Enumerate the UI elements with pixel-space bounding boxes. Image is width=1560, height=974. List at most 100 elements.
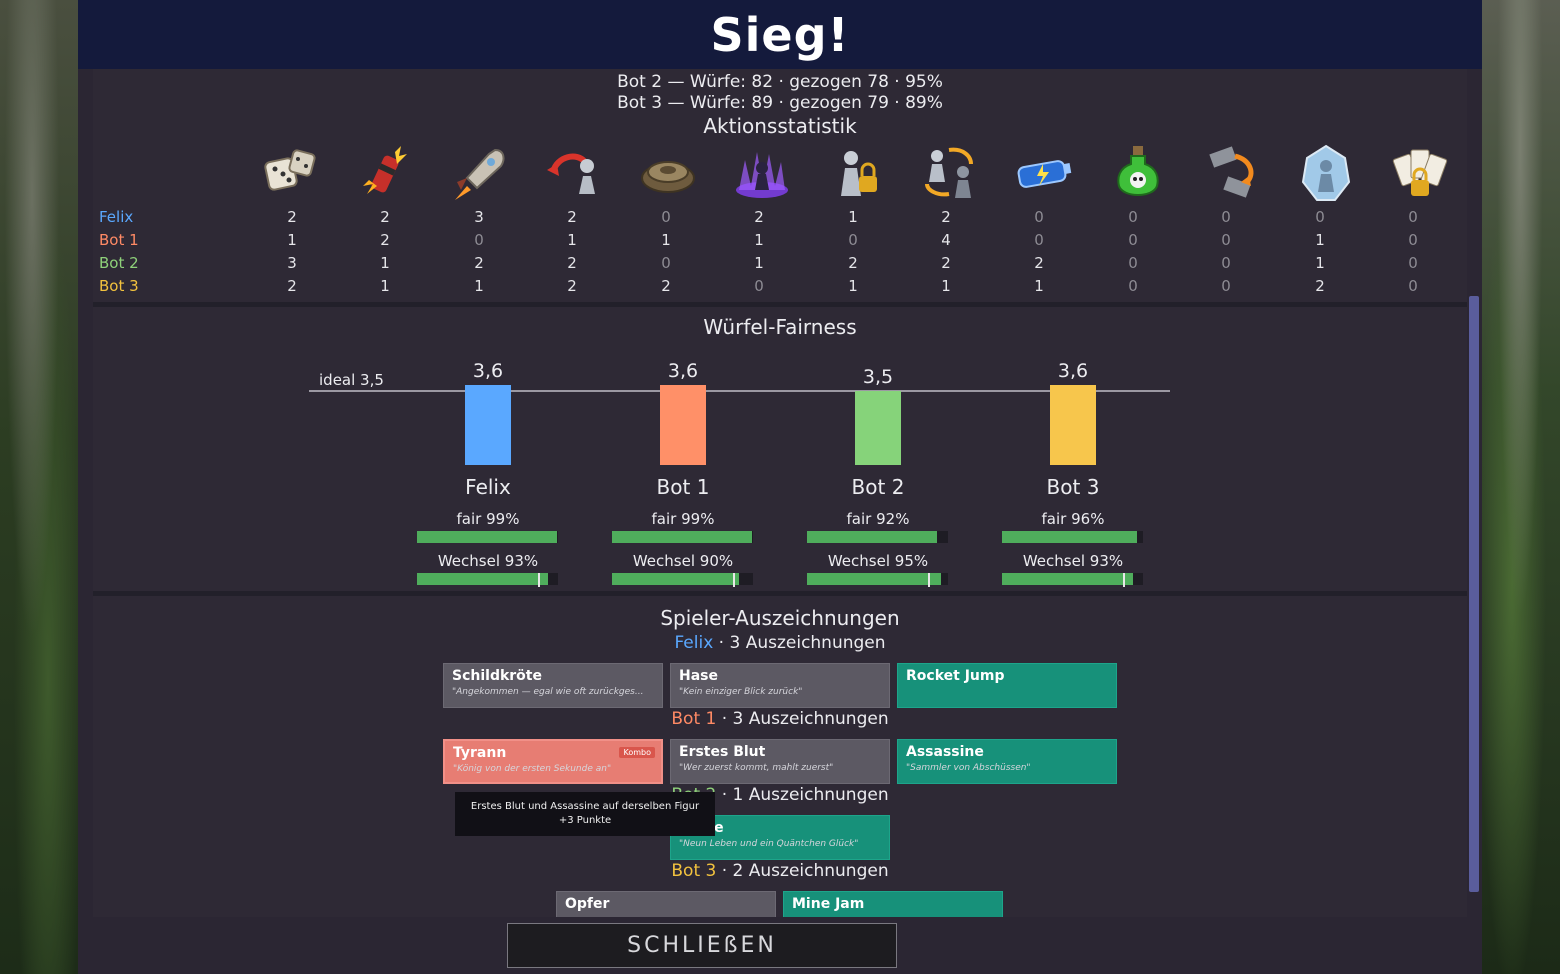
stats-cell: 1: [848, 208, 858, 226]
stats-cell: 0: [474, 231, 484, 249]
award-card[interactable]: Assassine"Sammler von Abschüssen": [897, 739, 1117, 784]
stats-cell: 2: [567, 208, 577, 226]
fairness-bar-value: 3,6: [1057, 360, 1089, 382]
award-count: · 3 Auszeichnungen: [713, 633, 886, 653]
stats-cell: 1: [380, 254, 390, 272]
stats-cell: 0: [1221, 208, 1231, 226]
stats-cell: 2: [474, 254, 484, 272]
stats-cell: 1: [754, 254, 764, 272]
switch-meter-target: [1123, 573, 1126, 587]
award-card[interactable]: Schildkröte"Angekommen — egal wie oft zu…: [443, 663, 663, 708]
stats-row-label: Bot 1: [99, 231, 139, 249]
stats-cell: 1: [848, 277, 858, 295]
stats-cell: 0: [1034, 208, 1044, 226]
fair-label: fair 99%: [456, 510, 520, 528]
fair-label: fair 92%: [846, 510, 910, 528]
stats-cell: 0: [1408, 231, 1418, 249]
ice-pawn-icon: [1301, 144, 1351, 201]
stats-cell: 2: [1034, 254, 1044, 272]
stats-cell: 0: [661, 208, 671, 226]
award-title: Rocket Jump: [906, 668, 1005, 684]
award-card[interactable]: Erstes Blut"Wer zuerst kommt, mahlt zuer…: [670, 739, 890, 784]
switch-meter-target: [733, 573, 736, 587]
award-title: Tyrann: [453, 745, 507, 761]
stats-cell: 1: [1034, 277, 1044, 295]
separator: [93, 302, 1467, 307]
award-player-name: Felix: [674, 633, 714, 653]
switch-label: Wechsel 93%: [1022, 552, 1124, 570]
fair-meter: [612, 531, 753, 543]
award-player-name: Bot 1: [671, 709, 717, 729]
switch-meter-target: [538, 573, 541, 587]
stats-cell: 0: [1128, 208, 1138, 226]
kombo-tooltip: Erstes Blut und Assassine auf derselben …: [455, 792, 715, 836]
award-card[interactable]: Tyrann"König von der ersten Sekunde an"K…: [443, 739, 663, 784]
switch-meter-target: [928, 573, 931, 587]
switch-meter: [1002, 573, 1143, 587]
stats-row-label: Felix: [99, 208, 134, 226]
stats-cell: 2: [941, 208, 951, 226]
stats-cell: 2: [287, 208, 297, 226]
rocket-icon: [455, 148, 505, 200]
stats-cell: 1: [567, 231, 577, 249]
stats-cell: 0: [1221, 231, 1231, 249]
fairness-bar: [1050, 385, 1096, 465]
stats-cell: 1: [941, 277, 951, 295]
player-awards-panel: Spieler-Auszeichnungen Felix · 3 Auszeic…: [93, 596, 1467, 917]
stats-cell: 0: [1408, 208, 1418, 226]
stats-cell: 2: [1315, 277, 1325, 295]
stats-cell: 0: [848, 231, 858, 249]
stats-cell: 2: [380, 231, 390, 249]
award-group-header: Bot 2 · 1 Auszeichnungen: [93, 785, 1467, 805]
stats-cell: 1: [474, 277, 484, 295]
award-card[interactable]: Rocket Jump: [897, 663, 1117, 708]
fairness-title: Würfel-Fairness: [703, 315, 857, 339]
tooltip-line-1: Erstes Blut und Assassine auf derselben …: [470, 801, 700, 812]
fairness-bar: [660, 385, 706, 465]
stats-cell: 2: [567, 254, 577, 272]
fairness-bar: [465, 385, 511, 465]
fair-meter: [807, 531, 948, 543]
award-group-header: Bot 1 · 3 Auszeichnungen: [93, 709, 1467, 729]
switch-meter-fill: [807, 573, 941, 585]
separator: [93, 591, 1467, 596]
fairness-player-name: Bot 3: [1046, 475, 1100, 499]
teleport-arrow-icon: [1209, 146, 1254, 198]
stats-cell: 3: [474, 208, 484, 226]
portal-pawn-icon: [736, 152, 788, 198]
close-button[interactable]: SCHLIEßEN: [507, 923, 897, 968]
modal-content[interactable]: Bot 2 — Würfe: 82 · gezogen 78 · 95% Bot…: [93, 69, 1467, 917]
award-count: · 2 Auszeichnungen: [716, 861, 889, 881]
switch-meter: [417, 573, 558, 587]
action-stats-title: Aktionsstatistik: [703, 114, 857, 138]
fairness-player-name: Bot 2: [851, 475, 905, 499]
stats-cell: 0: [1128, 277, 1138, 295]
pawn-knockback-icon: [547, 153, 595, 194]
dynamite-icon: [363, 146, 407, 194]
award-card[interactable]: Hase"Kein einziger Blick zurück": [670, 663, 890, 708]
stats-row-label: Bot 3: [99, 277, 139, 295]
award-title: Erstes Blut: [679, 744, 766, 760]
stats-cell: 1: [1315, 231, 1325, 249]
stats-cell: 0: [754, 277, 764, 295]
switch-label: Wechsel 90%: [632, 552, 734, 570]
award-card[interactable]: Opfer: [556, 891, 776, 917]
award-description: "Angekommen — egal wie oft zurückges...: [452, 687, 644, 697]
tooltip-line-2: +3 Punkte: [558, 815, 612, 826]
scrollbar[interactable]: [1469, 296, 1479, 892]
victory-modal: Sieg! Bot 2 — Würfe: 82 · gezogen 78 · 9…: [78, 0, 1482, 974]
stats-cell: 0: [1315, 208, 1325, 226]
fair-label: fair 99%: [651, 510, 715, 528]
award-description: "Neun Leben und ein Quäntchen Glück": [679, 839, 859, 849]
stats-cell: 0: [1128, 231, 1138, 249]
switch-meter: [807, 573, 948, 587]
fairness-player-name: Bot 1: [656, 475, 710, 499]
switch-meter: [612, 573, 753, 587]
award-card[interactable]: Mine Jam: [783, 891, 1003, 917]
pawn-lock-icon: [841, 151, 877, 196]
battery-icon: [1017, 160, 1072, 188]
dice-icon: [264, 149, 316, 191]
throw-stat-bot3: Bot 3 — Würfe: 89 · gezogen 79 · 89%: [617, 93, 943, 113]
switch-meter-fill: [417, 573, 549, 585]
